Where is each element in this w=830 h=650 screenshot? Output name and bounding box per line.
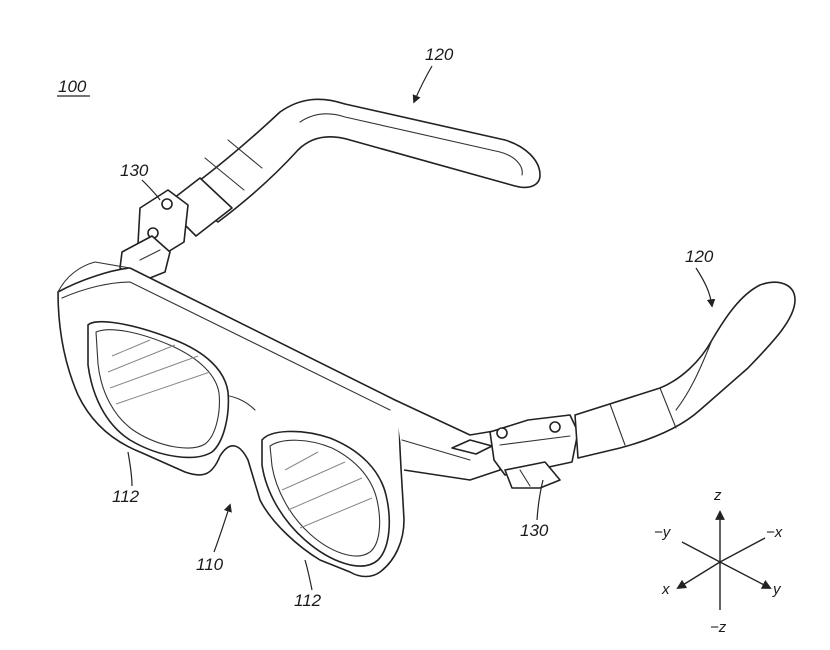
axis-x-label: x [661,581,670,598]
axis-neg-z-label: −z [710,619,727,636]
axis-z-label: z [713,487,722,504]
lens-right [261,430,391,567]
hinge-back-label: 130 [120,161,149,180]
reference-label: 100 [58,77,87,96]
callout-hinge-front: 130 [520,479,549,540]
hinge-front [489,414,579,489]
callout-temple-top: 120 [412,45,454,104]
axis-y-label: y [772,581,782,598]
callout-lens-right: 112 [294,559,322,610]
coordinate-axes: z −z x −x y −y [654,487,783,636]
hinge-front-label: 130 [520,521,549,540]
callout-temple-right: 120 [685,247,716,308]
callout-lens-left: 112 [112,451,140,506]
axis-neg-y-label: −y [654,524,672,541]
lens-left-label: 112 [112,487,140,506]
reference-number: 100 [57,77,90,97]
frame-label: 110 [196,555,224,574]
callout-hinge-back: 130 [120,161,161,201]
temple-top-label: 120 [425,45,454,64]
lens-left [87,320,230,459]
axis-neg-x-label: −x [766,524,783,541]
callout-frame: 110 [196,503,232,574]
temple-arm-front [574,281,796,459]
temple-arm-back [164,98,541,237]
lens-right-label: 112 [294,591,322,610]
temple-right-label: 120 [685,247,714,266]
hinge-back [119,189,189,283]
